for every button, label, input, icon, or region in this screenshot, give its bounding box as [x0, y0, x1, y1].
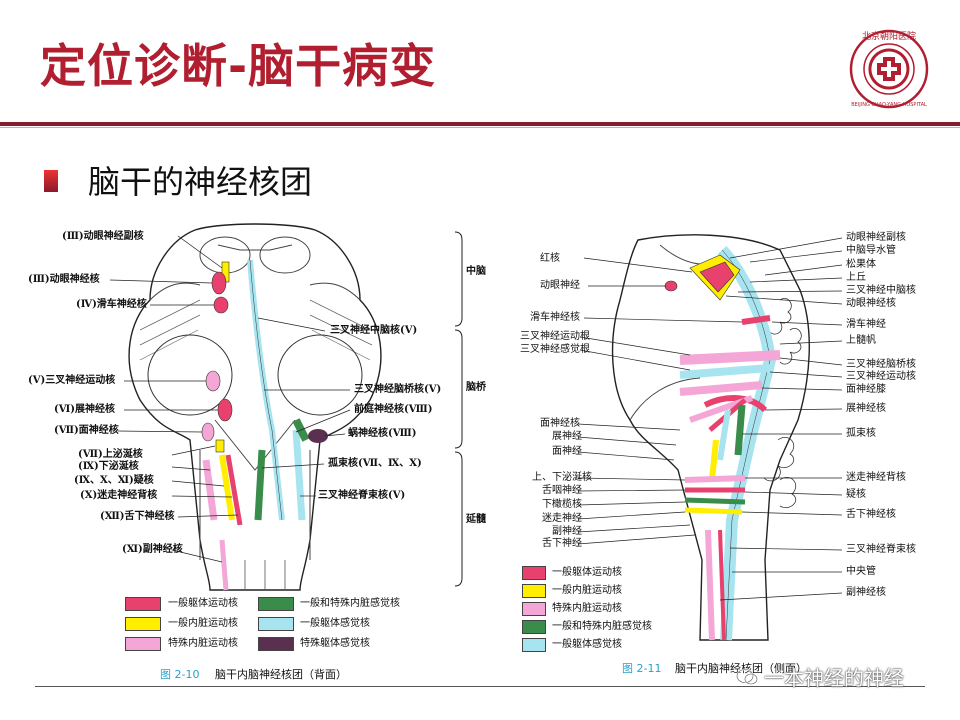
legend-label: 一般内脏运动核 — [168, 618, 238, 629]
label-superior-salivatory-nucleus: (Ⅶ)上泌涎核 — [78, 449, 143, 460]
label-oculomotor-nerve: 动眼神经 — [540, 280, 580, 291]
logo-top-text: 北京朝阳医院 — [862, 30, 916, 42]
label-hypoglossal-nerve: 舌下神经 — [542, 538, 582, 549]
figure-number: 图 2-11 — [622, 662, 662, 675]
label-central-canal: 中央管 — [846, 566, 876, 577]
label-accessory-nerve: 副神经 — [552, 526, 582, 537]
header-rule-thin — [0, 127, 960, 128]
label-trigeminal-spinal-nucleus: 三叉神经脊束核(Ⅴ) — [318, 490, 406, 501]
figure-caption-dorsal: 图 2-10 脑干内脑神经核团（背面） — [160, 666, 347, 682]
label-trigeminal-pontine-nucleus: 三叉神经脑桥核(Ⅴ) — [354, 384, 442, 395]
label-inferior-olivary-nucleus: 下橄榄核 — [542, 499, 582, 510]
label-medulla: 延髓 — [466, 514, 486, 525]
logo-ring-text: BEIJING CHAO-YANG HOSPITAL — [851, 102, 927, 108]
label-pineal-body: 松果体 — [846, 259, 876, 270]
label-trigeminal-sensory-root: 三叉神经感觉根 — [520, 344, 590, 355]
label-facial-nucleus: (Ⅶ)面神经核 — [54, 425, 119, 436]
legend-label: 一般和特殊内脏感觉核 — [300, 598, 400, 609]
legend-swatch — [522, 620, 546, 634]
label-accessory-nucleus: (Ⅺ)副神经核 — [122, 544, 183, 555]
legend-swatch — [522, 584, 546, 598]
label-abducens-nucleus-lateral: 展神经核 — [846, 403, 886, 414]
wechat-icon — [736, 668, 758, 685]
label-cerebral-aqueduct: 中脑导水管 — [846, 245, 896, 256]
label-solitary-nucleus: 孤束核(Ⅶ、Ⅸ、Ⅹ) — [328, 458, 422, 469]
label-facial-nerve: 面神经 — [552, 446, 582, 457]
label-abducens-nucleus: (Ⅵ)展神经核 — [54, 404, 115, 415]
label-trochlear-nucleus-lateral: 滑车神经核 — [530, 312, 580, 323]
legend-swatch — [125, 597, 161, 611]
brainstem-lateral-drawing — [577, 234, 843, 641]
label-nucleus-ambiguus: (Ⅸ、Ⅹ、Ⅺ)疑核 — [74, 475, 154, 486]
label-oculomotor-accessory-nucleus-lateral: 动眼神经副核 — [846, 232, 906, 243]
label-hypoglossal-nucleus-lateral: 舌下神经核 — [846, 509, 896, 520]
label-superior-medullary-velum: 上髓帆 — [846, 335, 876, 346]
figure-dorsal-view: (Ⅲ)动眼神经副核 (Ⅲ)动眼神经核 (Ⅳ)滑车神经核 (Ⅴ)三叉神经运动核 (… — [0, 0, 486, 690]
footer-rule — [35, 686, 925, 687]
legend-label: 一般躯体运动核 — [552, 567, 622, 578]
figure-caption-lateral: 图 2-11 脑干内脑神经核团（侧面） — [622, 660, 807, 676]
legend-swatch — [522, 638, 546, 652]
legend-swatch — [125, 617, 161, 631]
label-trigeminal-motor-nucleus-lateral: 三叉神经运动核 — [846, 371, 916, 382]
legend-label: 一般躯体运动核 — [168, 598, 238, 609]
slide-title: 定位诊断-脑干病变 — [40, 39, 437, 93]
hospital-logo: 北京朝阳医院 BEIJING CHAO-YANG HOSPITAL — [849, 29, 929, 109]
label-red-nucleus: 红核 — [540, 253, 560, 264]
label-solitary-nucleus-lateral: 孤束核 — [846, 428, 876, 439]
label-inferior-salivatory-nucleus: (Ⅸ)下泌涎核 — [78, 461, 139, 472]
label-accessory-nucleus-lateral: 副神经核 — [846, 587, 886, 598]
label-trigeminal-motor-nucleus: (Ⅴ)三叉神经运动核 — [28, 375, 116, 386]
label-trigeminal-mesencephalic-nucleus: 三叉神经中脑核(Ⅴ) — [330, 325, 418, 336]
bullet-icon — [44, 170, 58, 192]
label-oculomotor-accessory-nucleus: (Ⅲ)动眼神经副核 — [62, 231, 144, 242]
legend-label: 特殊内脏运动核 — [552, 603, 622, 614]
label-nucleus-ambiguus-lateral: 疑核 — [846, 489, 866, 500]
label-vagus-nerve: 迷走神经 — [542, 513, 582, 524]
figure-lateral-view: 红核 动眼神经 滑车神经核 三叉神经运动根 三叉神经感觉根 面神经核 展神经 面… — [480, 0, 960, 690]
legend-label: 特殊内脏运动核 — [168, 638, 238, 649]
label-trigeminal-spinal-nucleus-lateral: 三叉神经脊束核 — [846, 544, 916, 555]
label-trochlear-nucleus: (Ⅳ)滑车神经核 — [76, 299, 147, 310]
watermark-text: 一本神经的神经 — [764, 666, 904, 690]
figure-caption-text: 脑干内脑神经核团（侧面） — [674, 662, 807, 675]
legend-label: 一般躯体感觉核 — [300, 618, 370, 629]
legend-label: 一般和特殊内脏感觉核 — [552, 621, 652, 632]
label-trigeminal-pontine-nucleus-lateral: 三叉神经脑桥核 — [846, 359, 916, 370]
legend-label: 特殊躯体感觉核 — [300, 638, 370, 649]
legend-swatch — [522, 602, 546, 616]
legend-label: 一般内脏运动核 — [552, 585, 622, 596]
legend-label: 一般躯体感觉核 — [552, 639, 622, 650]
label-trochlear-nerve: 滑车神经 — [846, 319, 886, 330]
label-vestibular-nucleus: 前庭神经核(Ⅷ) — [354, 404, 433, 415]
header-rule — [0, 122, 960, 126]
label-salivatory-nuclei: 上、下泌涎核 — [532, 472, 592, 483]
label-oculomotor-nucleus: (Ⅲ)动眼神经核 — [28, 274, 100, 285]
label-abducens-nerve: 展神经 — [552, 431, 582, 442]
brainstem-dorsal-drawing — [109, 223, 463, 591]
label-vagus-dorsal-nucleus-lateral: 迷走神经背核 — [846, 472, 906, 483]
legend-swatch — [125, 637, 161, 651]
label-facial-nucleus-lateral: 面神经核 — [540, 418, 580, 429]
label-glossopharyngeal-nerve: 舌咽神经 — [542, 485, 582, 496]
legend-swatch — [258, 617, 294, 631]
label-superior-colliculus: 上丘 — [846, 272, 866, 283]
legend-swatch — [522, 566, 546, 580]
label-trigeminal-mesencephalic-nucleus-lateral: 三叉神经中脑核 — [846, 285, 916, 296]
figure-caption-text: 脑干内脑神经核团（背面） — [214, 668, 347, 681]
legend-swatch — [258, 597, 294, 611]
label-cochlear-nucleus: 蜗神经核(Ⅷ) — [348, 428, 417, 439]
label-vagus-dorsal-nucleus: (Ⅹ)迷走神经背核 — [80, 490, 158, 501]
label-pons: 脑桥 — [466, 382, 486, 393]
label-midbrain: 中脑 — [466, 266, 486, 277]
slide-subtitle: 脑干的神经核团 — [88, 163, 313, 201]
label-trigeminal-motor-root: 三叉神经运动根 — [520, 331, 590, 342]
label-oculomotor-nucleus-lateral: 动眼神经核 — [846, 298, 896, 309]
label-hypoglossal-nucleus: (Ⅻ)舌下神经核 — [100, 511, 175, 522]
figure-number: 图 2-10 — [160, 668, 200, 681]
label-facial-genu: 面神经膝 — [846, 384, 886, 395]
legend-swatch — [258, 637, 294, 651]
